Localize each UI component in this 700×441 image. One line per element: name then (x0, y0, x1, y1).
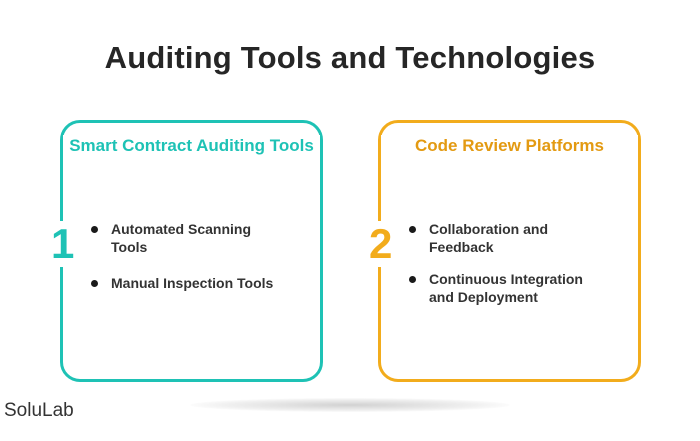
list-item: Collaboration and Feedback (409, 220, 579, 256)
bullet-list: Collaboration and Feedback Continuous In… (409, 220, 629, 320)
card-number: 2 (367, 220, 395, 267)
list-item-label: Manual Inspection Tools (111, 275, 274, 291)
bullet-list: Automated Scanning Tools Manual Inspecti… (91, 220, 311, 306)
list-item-label: Automated Scanning Tools (111, 221, 252, 255)
list-item: Manual Inspection Tools (91, 274, 311, 292)
card-code-review-platforms: Code Review Platforms 2 Collaboration an… (367, 120, 641, 382)
list-item: Continuous Integration and Deployment (409, 270, 609, 306)
card-smart-contract-auditing-tools: Smart Contract Auditing Tools 1 Automate… (49, 120, 323, 382)
list-item: Automated Scanning Tools (91, 220, 261, 256)
bullet-dot-icon (91, 226, 98, 233)
page-title: Auditing Tools and Technologies (104, 40, 596, 75)
floor-shadow (190, 398, 510, 412)
card-number: 1 (49, 220, 77, 267)
list-item-label: Continuous Integration and Deployment (429, 271, 583, 305)
card-title: Smart Contract Auditing Tools (63, 135, 320, 156)
list-item-label: Collaboration and Feedback (429, 221, 548, 255)
bullet-dot-icon (91, 280, 98, 287)
brand-logo: SoluLab (4, 400, 74, 421)
card-title: Code Review Platforms (381, 135, 638, 156)
bullet-dot-icon (409, 226, 416, 233)
bullet-dot-icon (409, 276, 416, 283)
